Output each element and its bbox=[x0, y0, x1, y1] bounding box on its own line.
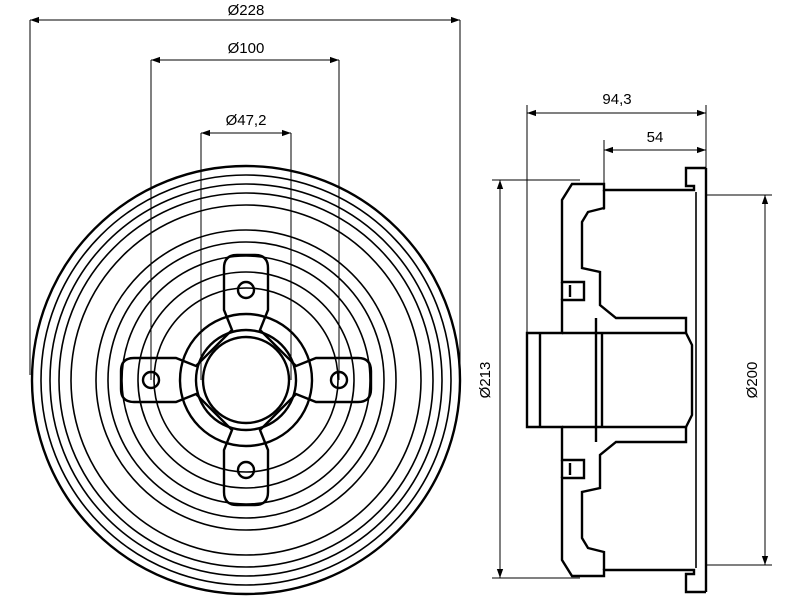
dim-outer-left-label: Ø213 bbox=[477, 362, 494, 399]
bolt-hole-top bbox=[236, 280, 256, 300]
bolt-holes bbox=[141, 280, 349, 480]
dimension-outer-diameter: Ø228 bbox=[29, 2, 461, 375]
dim-center-bore-label: Ø47,2 bbox=[226, 112, 267, 129]
bolt-hole-left bbox=[141, 370, 161, 390]
dim-outer-right-label: Ø200 bbox=[744, 362, 761, 399]
side-view: 94,3 54 Ø213 Ø200 bbox=[477, 91, 772, 594]
dimension-outer-left: Ø213 bbox=[477, 179, 580, 579]
dim-outer-diameter-label: Ø228 bbox=[228, 2, 265, 19]
drum-rings bbox=[30, 164, 462, 596]
center-bore bbox=[178, 312, 314, 448]
hub-flange bbox=[119, 253, 373, 507]
dim-total-height-label: 94,3 bbox=[602, 91, 631, 108]
dimension-pcd: Ø100 bbox=[150, 40, 340, 380]
dimension-total-height: 94,3 bbox=[526, 91, 707, 340]
dimension-outer-right: Ø200 bbox=[706, 194, 772, 566]
dim-hub-height-label: 54 bbox=[647, 129, 664, 146]
drum-cross-section bbox=[525, 166, 708, 594]
front-view: Ø228 Ø100 Ø47,2 bbox=[29, 2, 462, 596]
dimension-center-bore: Ø47,2 bbox=[200, 112, 292, 380]
dim-pcd-label: Ø100 bbox=[228, 40, 265, 57]
bolt-hole-right bbox=[329, 370, 349, 390]
bolt-hole-bottom bbox=[236, 460, 256, 480]
dimension-hub-height: 54 bbox=[603, 129, 706, 210]
